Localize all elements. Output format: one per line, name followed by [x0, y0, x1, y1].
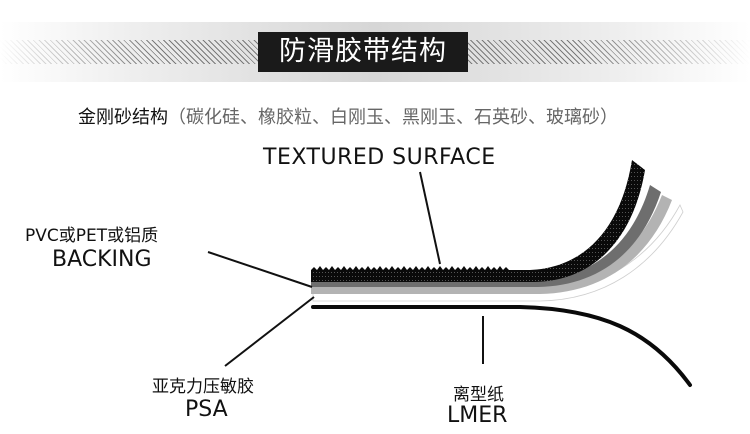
backing-label-en: BACKING: [52, 247, 152, 272]
pointer-textured-surface: [419, 171, 441, 265]
textured-surface-fringe: [311, 266, 530, 270]
textured-surface-label: TEXTURED SURFACE: [263, 145, 496, 170]
banner-stripe-right: [460, 40, 750, 64]
liner-layer: [311, 305, 692, 387]
header-banner: 防滑胶带结构: [0, 22, 750, 82]
banner-stripe-left: [0, 40, 260, 64]
grit-structure-title: 金刚砂结构: [78, 107, 168, 128]
grit-structure-line: 金刚砂结构（碳化硅、橡胶粒、白刚玉、黑刚玉、石英砂、玻璃砂）: [78, 103, 618, 129]
pointer-backing: [207, 251, 313, 288]
psa-label-cn: 亚克力压敏胶: [152, 377, 254, 397]
psa-label-en: PSA: [185, 397, 228, 422]
banner-title: 防滑胶带结构: [258, 32, 468, 72]
pointer-psa: [224, 296, 315, 367]
grit-materials-list: （碳化硅、橡胶粒、白刚玉、黑刚玉、石英砂、玻璃砂）: [168, 107, 618, 128]
lmer-label-en: LMER: [447, 403, 508, 428]
lmer-label-cn: 离型纸: [453, 385, 504, 405]
backing-label-cn: PVC或PET或铝质: [25, 226, 159, 246]
